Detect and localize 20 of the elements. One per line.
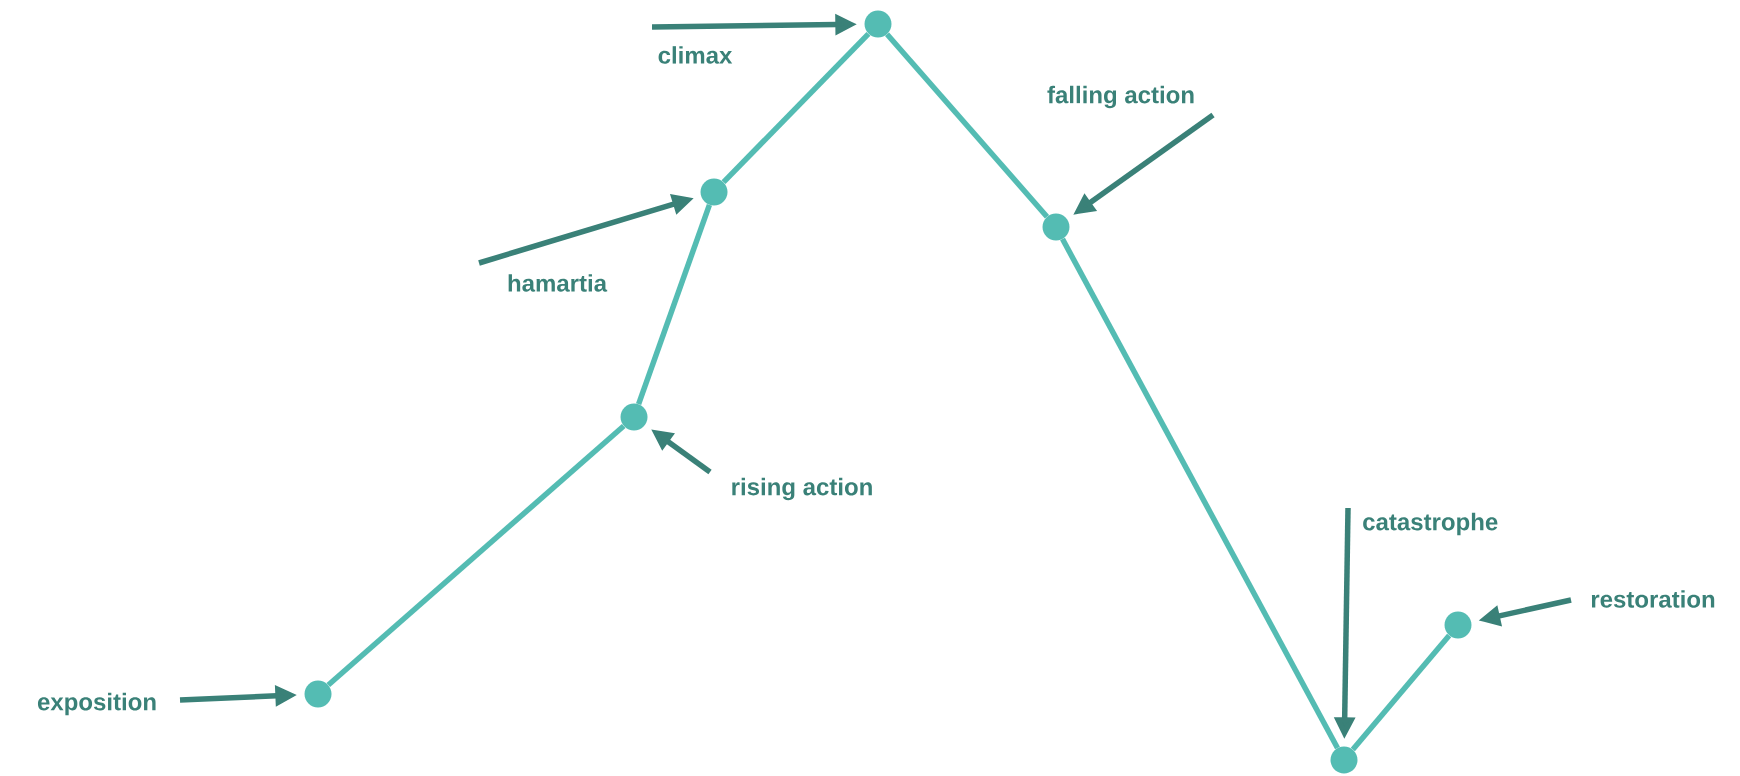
plot-point (1330, 746, 1358, 774)
stage-label: rising action (732, 477, 872, 501)
plot-line (326, 423, 626, 688)
plot-point (1042, 213, 1070, 241)
plot-line (636, 204, 712, 405)
plot-line (721, 31, 871, 185)
plot-line (1350, 633, 1452, 752)
plot-point (620, 403, 648, 431)
plot-point (700, 178, 728, 206)
stage-label: exposition (37, 692, 156, 716)
stage-label: climax (658, 46, 733, 64)
stage-label: restoration (1591, 590, 1715, 608)
plot-point (1444, 611, 1472, 639)
plot-line (1060, 237, 1340, 750)
plot-point (304, 680, 332, 708)
stage-label: falling action (1047, 85, 1194, 109)
stage-label: hamartia (508, 274, 608, 292)
stage-label: catastrophe (1363, 512, 1498, 536)
plot-point (864, 10, 892, 38)
plot-line (884, 32, 1050, 219)
